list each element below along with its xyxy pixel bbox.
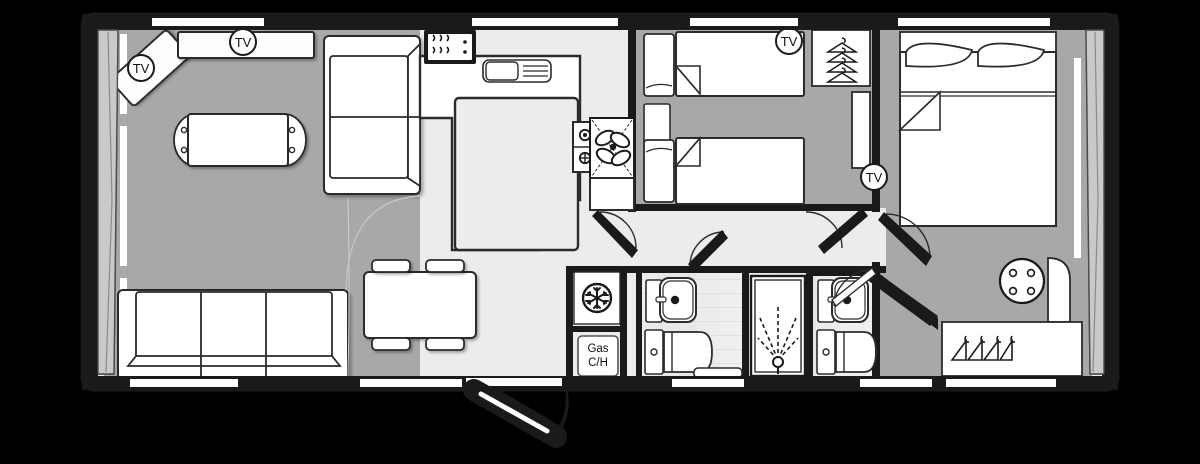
boiler-label-line1: Gas	[587, 343, 608, 355]
tv-icon-label: TV	[781, 34, 798, 49]
double-bed	[897, 31, 1057, 227]
pillow	[977, 42, 1046, 68]
microwave	[424, 30, 476, 64]
tv-icon-label: TV	[133, 61, 150, 76]
windows-top-wall-overlay	[152, 18, 1050, 26]
tv-icon: TV	[127, 54, 155, 82]
dining-chair	[425, 259, 465, 273]
bedside-table	[643, 103, 671, 145]
dressing-table	[998, 257, 1046, 305]
wardrobe	[1047, 257, 1071, 323]
door-hall	[688, 230, 728, 272]
wardrobe	[941, 321, 1083, 377]
door-master-bedroom	[878, 212, 932, 266]
dining-chair	[425, 337, 465, 351]
tv-icon-label: TV	[866, 170, 883, 185]
kitchen-island	[453, 96, 580, 252]
wardrobe	[851, 91, 871, 169]
wardrobe	[811, 29, 871, 87]
dining-table	[363, 271, 477, 339]
right-end-window-overlay	[1085, 29, 1105, 375]
dining-chair	[371, 337, 411, 351]
sink-drainer	[482, 59, 552, 83]
shower-cubicle	[749, 274, 807, 378]
entrance-door-overlay	[463, 378, 569, 448]
single-bed	[643, 31, 805, 97]
single-bed	[643, 135, 805, 205]
toilet	[816, 329, 877, 375]
wash-basin	[645, 277, 697, 323]
pillow	[905, 42, 974, 68]
tv-icon-label: TV	[235, 35, 252, 50]
fridge-freezer	[573, 271, 621, 325]
left-end-window-overlay	[97, 29, 119, 375]
tv-icon: TV	[860, 163, 888, 191]
door-twin-bedroom	[592, 210, 638, 258]
dining-chair	[371, 259, 411, 273]
gas-central-heating-boiler: Gas C/H	[577, 335, 619, 377]
two-seat-sofa	[323, 35, 421, 195]
coffee-table	[173, 113, 307, 167]
tv-icon: TV	[229, 28, 257, 56]
boiler-label-line2: C/H	[588, 357, 608, 369]
door-ensuite	[831, 266, 877, 308]
tv-icon: TV	[775, 27, 803, 55]
three-seat-sofa	[117, 289, 349, 381]
extractor-fan	[589, 117, 635, 211]
door-twin-bedroom-2	[805, 208, 868, 254]
windows-bottom-wall-overlay	[130, 379, 1056, 387]
